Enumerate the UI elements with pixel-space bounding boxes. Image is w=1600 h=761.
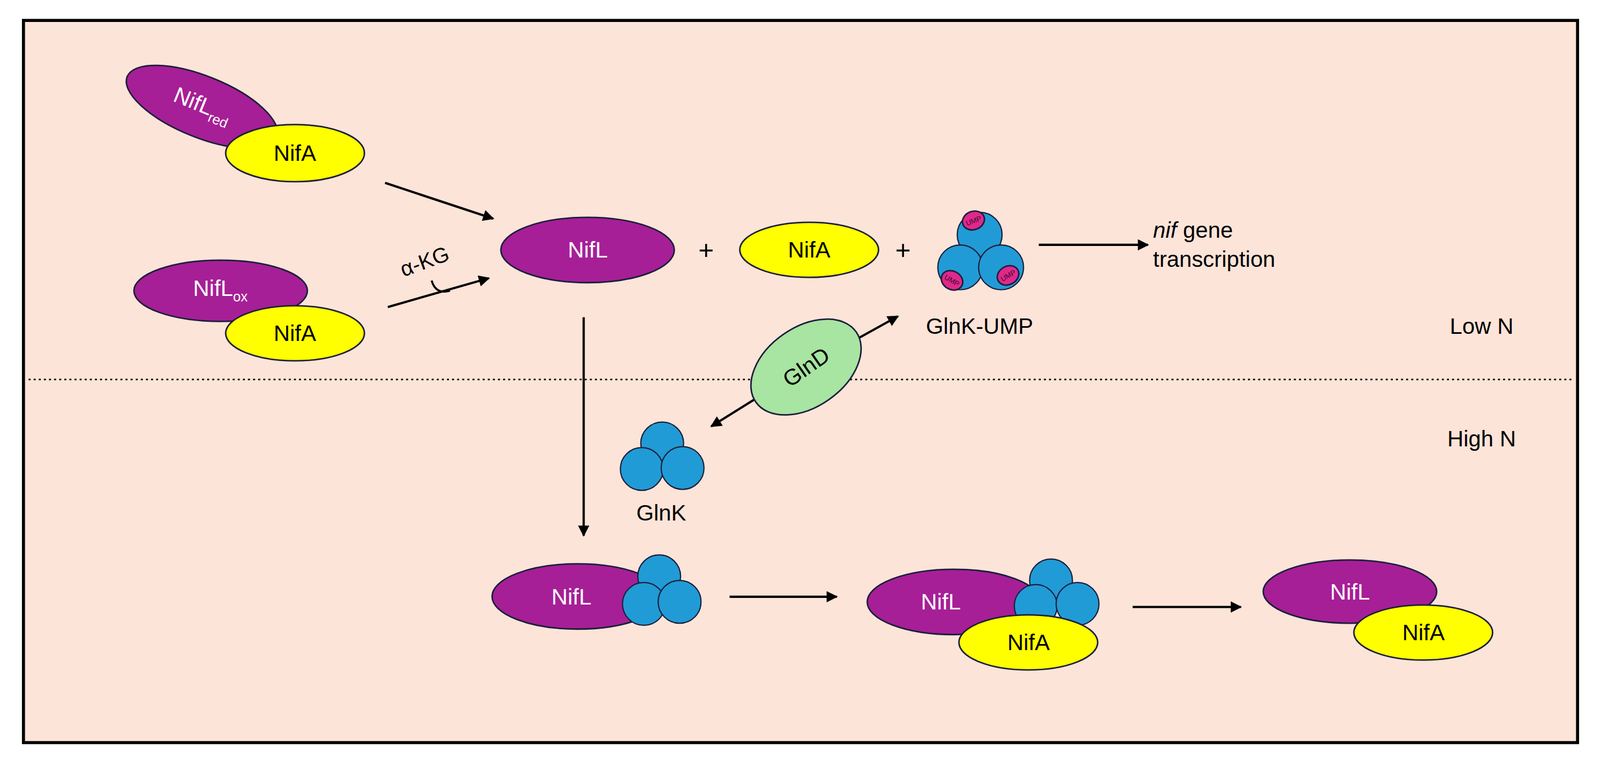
ellipse-shape — [491, 564, 663, 630]
glnd-ellipse: GlnD — [744, 305, 868, 429]
plus-sign: + — [895, 236, 911, 264]
glnk-subunit — [661, 447, 705, 490]
plus-sign: + — [698, 236, 714, 264]
node-label: NifA — [273, 320, 316, 347]
node-text: NifA — [788, 238, 831, 262]
nifl-ellipse: NifL — [499, 216, 676, 284]
glnk-subunit — [620, 448, 664, 492]
node-label: NifL — [193, 275, 234, 301]
ellipse-shape — [733, 299, 880, 436]
transcription-arrow — [1038, 243, 1148, 247]
node-label: NifL — [1329, 578, 1370, 605]
node-text: NifA — [1007, 631, 1050, 655]
nifa-ellipse: NifA — [224, 123, 366, 183]
arrow-connector — [582, 317, 585, 537]
arrow-connector — [385, 182, 494, 219]
node-label: NifA — [273, 140, 316, 166]
node-text: NifL — [567, 238, 609, 262]
node-label: NifA — [1402, 619, 1445, 645]
nifa-ellipse: NifA — [224, 304, 366, 362]
ellipse-shape — [739, 222, 879, 278]
ellipse-shape — [937, 266, 967, 294]
nifa-ellipse: NifA — [738, 221, 880, 279]
arrow-connector — [1132, 605, 1241, 609]
glnk-subunit — [978, 244, 1024, 291]
node-label: NifL — [551, 583, 592, 610]
nifa-ellipse: NifA — [1352, 604, 1494, 662]
node-label: NifL — [921, 589, 962, 615]
node-outline — [616, 420, 706, 492]
subscript-text: ox — [232, 288, 248, 305]
node-text: NifLox — [193, 277, 248, 304]
node-label: NifA — [788, 237, 831, 263]
ellipse-shape — [959, 615, 1098, 671]
node-text: GlnK-UMP — [926, 315, 1034, 338]
arrow-connector — [387, 278, 489, 308]
glnk-trimer: GlnK — [616, 420, 706, 492]
ellipse-shape — [500, 217, 675, 283]
condition-label: High N — [1447, 427, 1516, 450]
nifl-ellipse: NifL — [491, 562, 665, 631]
frame-border — [23, 20, 1578, 743]
node-label: NifL — [567, 237, 609, 263]
node-label: GlnK — [636, 500, 687, 526]
node-label: GlnK-UMP — [926, 313, 1034, 339]
node-text: NifL — [921, 591, 962, 614]
arrow-connector — [729, 595, 837, 599]
node-label: NifA — [1007, 630, 1050, 656]
ellipse-shape — [225, 124, 365, 182]
node-text: NifA — [1402, 621, 1445, 644]
ellipse-shape — [1353, 605, 1493, 661]
glnk-subunit — [658, 580, 701, 624]
glnk-ump-trimer: GlnK-UMPUMPUMPUMP — [933, 209, 1026, 297]
node-text: NifL — [1329, 580, 1370, 604]
node-text: GlnK — [636, 502, 687, 525]
node-text: NifA — [273, 141, 316, 165]
ellipse-shape — [225, 305, 365, 361]
ellipse-shape — [993, 261, 1023, 289]
outcome-label: nif gene transcription — [1152, 215, 1332, 275]
node-text: NifA — [273, 322, 316, 345]
node-text: NifL — [551, 585, 592, 609]
nifa-ellipse: NifA — [957, 614, 1099, 672]
ellipse-shape — [959, 208, 988, 233]
condition-label: Low N — [1450, 315, 1514, 338]
